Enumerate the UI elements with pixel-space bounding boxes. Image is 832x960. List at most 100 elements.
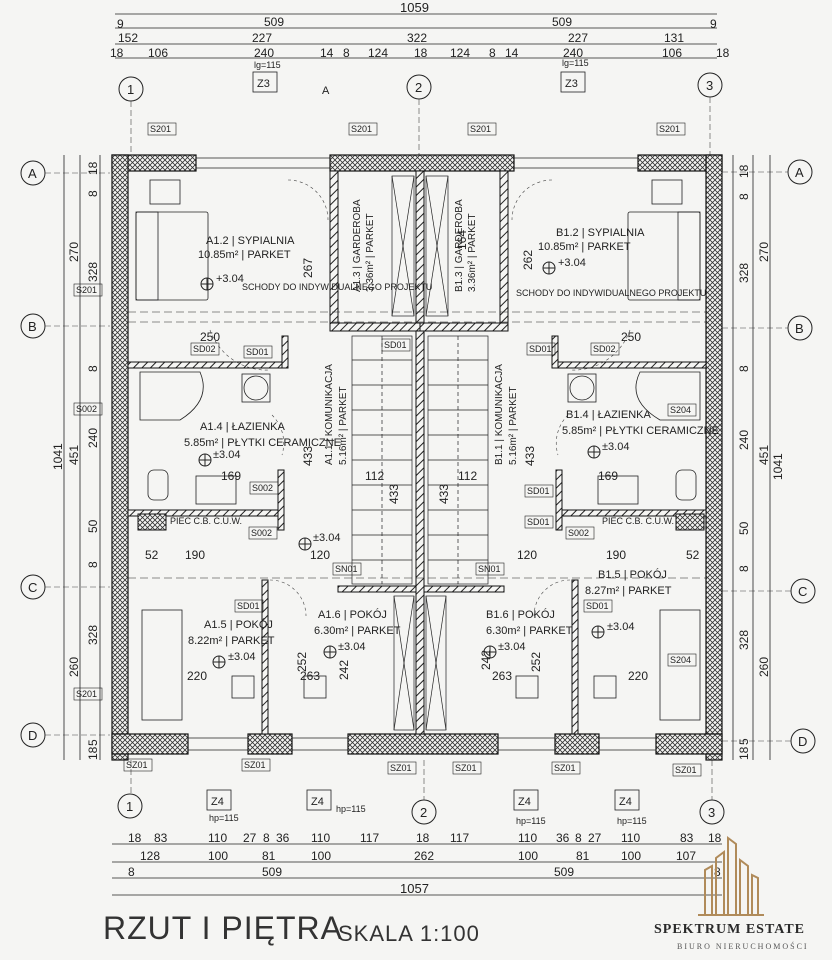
svg-text:8: 8: [575, 831, 582, 845]
door-swings: [209, 179, 631, 617]
svg-text:Z4: Z4: [518, 796, 531, 808]
boiler-panel-left: [137, 513, 167, 531]
axis-bubble-2-bottom: 2: [411, 799, 437, 825]
axis-bubble-D-right: D: [790, 728, 816, 754]
svg-text:262: 262: [414, 849, 434, 863]
windows: [188, 157, 656, 751]
dim-left-inner: 5: [86, 739, 100, 746]
svg-text:B: B: [28, 319, 37, 334]
svg-text:100: 100: [208, 849, 228, 863]
sink-right: [597, 475, 639, 505]
svg-text:S201: S201: [659, 124, 680, 134]
svg-text:18: 18: [416, 831, 430, 845]
svg-text:S201: S201: [150, 124, 171, 134]
dim-top-row3: 227: [252, 31, 272, 45]
svg-text:D: D: [28, 728, 37, 743]
svg-text:8.27m² | PARKET: 8.27m² | PARKET: [585, 585, 672, 597]
svg-text:Z4: Z4: [311, 796, 324, 808]
axis-bubble-3-top: 3: [697, 72, 723, 98]
svg-text:3: 3: [708, 805, 715, 820]
axis-bubble-C-left: C: [20, 574, 46, 600]
dim-top-row2: 9: [117, 17, 124, 31]
svg-text:27: 27: [243, 831, 257, 845]
svg-text:S002: S002: [76, 404, 97, 414]
dim-right-inner: 328: [737, 630, 751, 650]
dim-top-row3: 322: [407, 31, 427, 45]
dim-top-row4: 18 106 240 14 8 124 18 124 8 14 240 106 …: [110, 46, 730, 60]
dim-bottom-row3: 8 509 509 8: [128, 865, 721, 879]
svg-text:B1.6 | POKÓJ: B1.6 | POKÓJ: [486, 608, 555, 621]
room-B1-4: B1.4 | ŁAZIENKA 5.85m² | PŁYTKI CERAMICZ…: [562, 409, 719, 459]
washing-machine: [243, 375, 269, 401]
sink-left: [195, 475, 237, 505]
svg-text:S204: S204: [670, 655, 691, 665]
svg-text:263: 263: [492, 669, 512, 683]
dim-total-top: 1059: [400, 0, 429, 15]
svg-text:SD01: SD01: [527, 517, 550, 527]
svg-text:S002: S002: [568, 528, 589, 538]
svg-text:117: 117: [360, 831, 379, 845]
room-A1-6: A1.6 | POKÓJ 6.30m² | PARKET ±3.04: [314, 608, 401, 659]
svg-text:242: 242: [337, 660, 351, 680]
svg-text:±3.04: ±3.04: [313, 532, 340, 544]
svg-text:B1.5 | POKÓJ: B1.5 | POKÓJ: [598, 568, 667, 581]
svg-text:A: A: [28, 166, 37, 181]
dim-left-inner: 328: [86, 625, 100, 645]
furniture: [135, 179, 701, 721]
svg-text:433: 433: [387, 484, 401, 504]
dim-left-inner: 50: [86, 519, 100, 533]
svg-text:169: 169: [598, 469, 618, 483]
svg-text:3.36m² | PARKET: 3.36m² | PARKET: [365, 213, 376, 292]
brand-tagline: BIURO NIERUCHOMOŚCI: [677, 942, 809, 951]
axis-guide-lines: [45, 97, 791, 800]
svg-text:169: 169: [221, 469, 241, 483]
right-dimension-chain: [732, 155, 771, 760]
svg-text:5.85m² | PŁYTKI CERAMICZNE: 5.85m² | PŁYTKI CERAMICZNE: [562, 425, 719, 437]
svg-text:81: 81: [576, 849, 590, 863]
dim-top-row2: 509: [264, 15, 284, 29]
svg-text:1: 1: [126, 799, 133, 814]
dim-left-270: 270: [67, 242, 81, 262]
svg-text:18: 18: [716, 46, 730, 60]
stairs-right: [427, 335, 489, 585]
svg-text:112: 112: [458, 469, 477, 483]
desk-right: [659, 609, 701, 721]
top-dimension-chain: [115, 13, 717, 59]
room-B1-6: B1.6 | POKÓJ 6.30m² | PARKET ±3.04: [483, 608, 573, 659]
dim-left-inner: 328: [86, 262, 100, 282]
dim-right-260: 260: [757, 657, 771, 677]
dim-left-inner: 8: [86, 561, 100, 568]
left-dimension-chain: [63, 155, 101, 760]
svg-text:190: 190: [606, 548, 626, 562]
svg-text:SD02: SD02: [193, 344, 216, 354]
brand-name: SPEKTRUM ESTATE: [654, 922, 806, 937]
window-marker-z3-left: lg=115 Z3: [252, 60, 281, 93]
dim-top-row3: 152: [118, 31, 138, 45]
dim-right-inner: 50: [737, 521, 751, 535]
dim-right-inner: 5: [737, 738, 751, 745]
dim-top-row3: 227: [568, 31, 588, 45]
svg-text:8: 8: [128, 865, 135, 879]
svg-text:433: 433: [437, 484, 451, 504]
axis-bubble-A-left: A: [20, 160, 46, 186]
svg-text:112: 112: [365, 469, 384, 483]
hall-level-marker: ±3.04: [298, 532, 340, 551]
room-A1-3: A1.3 | GARDEROBA 3.36m² | PARKET: [352, 199, 376, 292]
svg-text:81: 81: [262, 849, 276, 863]
svg-text:2: 2: [420, 805, 427, 820]
room-A1-4: A1.4 | ŁAZIENKA 5.85m² | PŁYTKI CERAMICZ…: [184, 421, 341, 467]
svg-text:10.85m² | PARKET: 10.85m² | PARKET: [198, 249, 291, 261]
svg-text:SZ01: SZ01: [244, 760, 266, 770]
dim-right-inner: 8: [737, 565, 751, 572]
dim-left-inner: 8: [86, 190, 100, 197]
svg-text:SZ01: SZ01: [455, 763, 477, 773]
stairs-left: [351, 335, 413, 585]
dim-left-inner: 240: [86, 428, 100, 448]
svg-text:8.22m² | PARKET: 8.22m² | PARKET: [188, 635, 275, 647]
svg-text:18: 18: [414, 46, 428, 60]
interior-dimensions: 250 250 169 169 112 112 120 120 190 190 …: [145, 230, 700, 683]
svg-text:100: 100: [621, 849, 641, 863]
svg-text:83: 83: [680, 831, 694, 845]
svg-text:SN01: SN01: [478, 564, 501, 574]
